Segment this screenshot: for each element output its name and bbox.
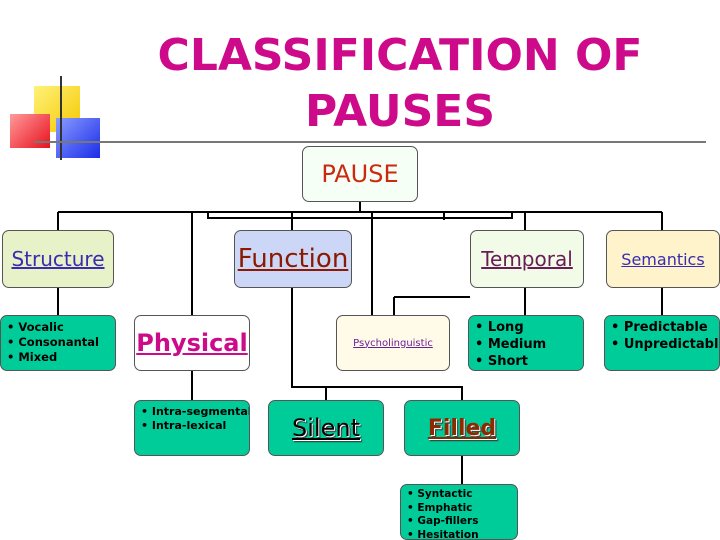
node-filled-label: Filled (427, 415, 497, 441)
node-temporal: Temporal (470, 230, 584, 288)
list-temporal: Long Medium Short (468, 315, 584, 371)
node-psycholinguistic-label: Psycholinguistic (353, 337, 433, 349)
list-item: Intra-lexical (141, 419, 243, 433)
node-psycholinguistic: Psycholinguistic (336, 315, 450, 371)
node-silent-label: Silent (292, 414, 360, 442)
list-physical: Intra-segmental Intra-lexical (134, 400, 250, 456)
list-semantics: Predictable Unpredictable (604, 315, 720, 371)
list-item: Medium (475, 337, 577, 354)
node-temporal-label: Temporal (481, 247, 573, 271)
list-item: Mixed (7, 350, 109, 365)
node-structure: Structure (2, 230, 114, 288)
page-title: CLASSIFICATION OF PAUSES (157, 30, 643, 137)
list-item: Hesitation (407, 529, 511, 539)
list-item: Emphatic (407, 502, 511, 516)
connector-function-to-filled (291, 287, 463, 400)
list-filled: Syntactic Emphatic Gap-fillers Hesitatio… (400, 484, 518, 540)
list-item: Consonantal (7, 335, 109, 350)
list-item: Short (475, 354, 577, 370)
list-item: Syntactic (407, 488, 511, 502)
decor-line-horizontal (34, 141, 706, 143)
node-physical-label: Physical (136, 329, 248, 357)
node-function: Function (234, 230, 352, 288)
node-pause-label: PAUSE (321, 160, 399, 188)
node-physical: Physical (134, 315, 250, 371)
list-item: Long (475, 320, 577, 337)
decor-square-blue (56, 118, 100, 158)
list-item: Unpredictable (611, 337, 719, 354)
connector-bracket-upper (207, 212, 513, 219)
node-function-label: Function (237, 244, 349, 274)
node-pause: PAUSE (302, 146, 418, 202)
list-item: Predictable (611, 320, 713, 337)
node-semantics: Semantics (606, 230, 720, 288)
node-silent: Silent (268, 400, 384, 456)
node-filled: Filled (404, 400, 520, 456)
node-semantics-label: Semantics (621, 249, 705, 269)
list-item: Intra-segmental (141, 405, 249, 419)
list-structure: Vocalic Consonantal Mixed (0, 315, 116, 371)
list-item: Gap-fillers (407, 515, 511, 529)
list-item: Vocalic (7, 320, 109, 335)
node-structure-label: Structure (11, 247, 105, 271)
decor-line-vertical (60, 76, 62, 160)
